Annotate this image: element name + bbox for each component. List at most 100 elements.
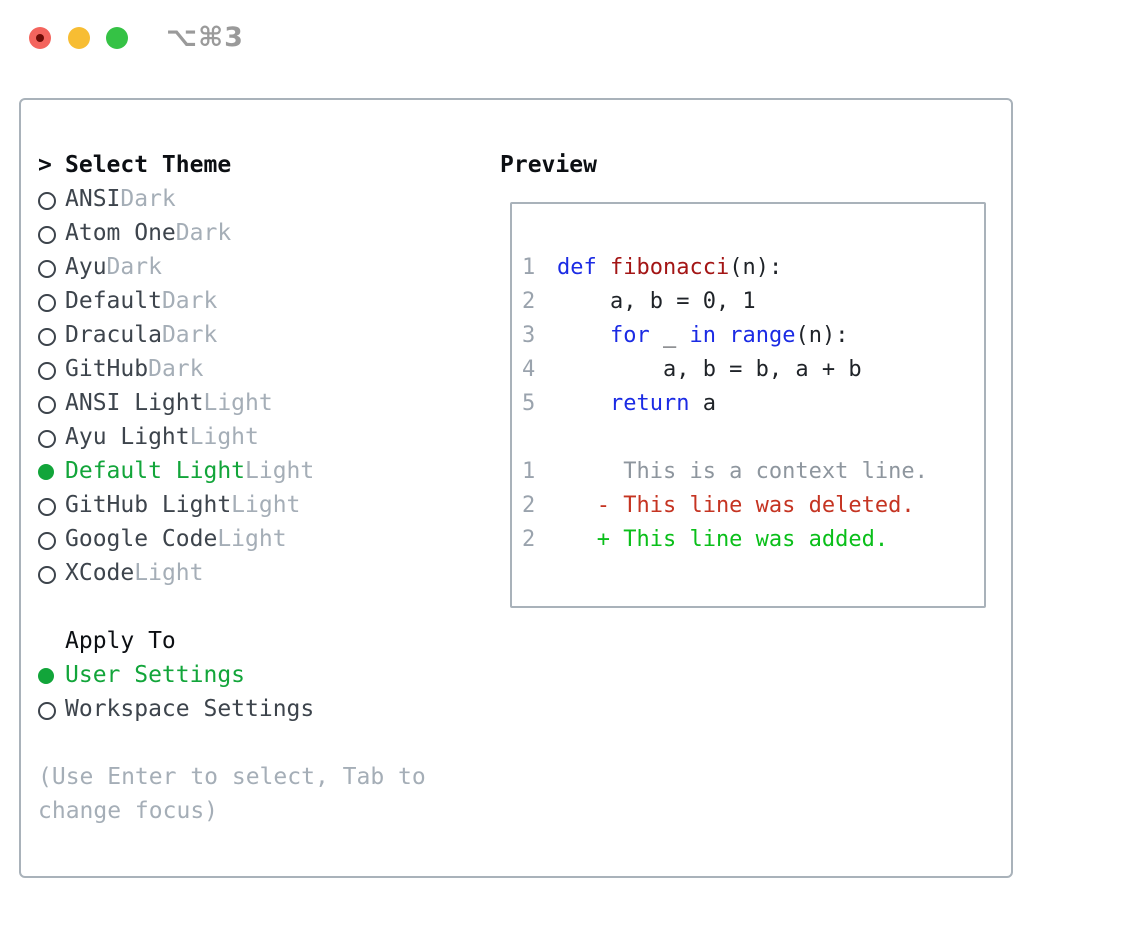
- theme-name: Dracula: [65, 322, 162, 348]
- apply-option-label: User Settings: [65, 662, 246, 688]
- theme-name: GitHub: [65, 356, 149, 382]
- theme-variant: Light: [189, 424, 259, 450]
- window-title: ⌥⌘3: [166, 22, 244, 53]
- theme-variant: Dark: [175, 220, 232, 246]
- radio-selected-icon: [38, 667, 54, 684]
- radio-unselected-icon: [38, 497, 56, 516]
- prompt-icon: >: [38, 152, 52, 178]
- code-token: in: [689, 323, 716, 348]
- apply-to-title: Apply To: [65, 628, 176, 654]
- theme-name: Ayu Light: [65, 424, 190, 450]
- theme-name: Google Code: [65, 526, 218, 552]
- code-token: _: [649, 323, 690, 348]
- line-number: 2: [522, 493, 536, 518]
- theme-variant: Dark: [161, 288, 218, 314]
- theme-name: Default: [65, 288, 162, 314]
- line-number: 4: [522, 357, 536, 382]
- radio-unselected-icon: [38, 361, 56, 380]
- radio-unselected-icon: [38, 225, 56, 244]
- theme-name: GitHub Light: [65, 492, 232, 518]
- radio-unselected-icon: [38, 701, 56, 720]
- theme-name: Ayu: [65, 254, 107, 280]
- radio-unselected-icon: [38, 565, 56, 584]
- code-line: 5 return a: [520, 387, 984, 421]
- theme-list-title: Select Theme: [65, 152, 232, 178]
- minimize-button[interactable]: [68, 27, 90, 49]
- apply-option-label: Workspace Settings: [65, 696, 315, 722]
- code-token: def: [557, 255, 610, 280]
- theme-variant: Light: [134, 560, 204, 586]
- theme-variant: Light: [203, 390, 273, 416]
- apply-option-user-settings[interactable]: User Settings: [38, 658, 478, 692]
- preview-title: Preview: [500, 152, 597, 178]
- radio-unselected-icon: [38, 429, 56, 448]
- code-token: a, b = 0, 1: [557, 289, 756, 314]
- code-line: 3 for _ in range(n):: [520, 319, 984, 353]
- diff-text: - This line was deleted.: [557, 493, 915, 518]
- code-token: [716, 323, 729, 348]
- theme-variant: Light: [231, 492, 301, 518]
- radio-unselected-icon: [38, 259, 56, 278]
- diff-added-line: 2 + This line was added.: [520, 523, 984, 557]
- code-token: [557, 391, 610, 416]
- diff-deleted-line: 2 - This line was deleted.: [520, 489, 984, 523]
- diff-text: This is a context line.: [557, 459, 928, 484]
- code-token: a: [689, 391, 716, 416]
- code-token: (n):: [729, 255, 783, 280]
- code-token: (n):: [795, 323, 849, 348]
- blank-line: [520, 421, 984, 455]
- apply-to-header: Apply To: [38, 624, 478, 658]
- code-token: for: [609, 323, 650, 348]
- divider: [38, 590, 478, 624]
- spacer: [38, 634, 53, 649]
- theme-name: Atom One: [65, 220, 176, 246]
- diff-text: + This line was added.: [557, 527, 889, 552]
- theme-variant: Light: [245, 458, 315, 484]
- radio-selected-icon: [38, 463, 54, 480]
- line-number: 3: [522, 323, 536, 348]
- divider: [38, 726, 478, 760]
- line-number: 2: [522, 289, 536, 314]
- diff-context-line: 1 This is a context line.: [520, 455, 984, 489]
- line-number: 1: [522, 255, 536, 280]
- code-line: 4 a, b = b, a + b: [520, 353, 984, 387]
- theme-name: ANSI: [65, 186, 121, 212]
- radio-unselected-icon: [38, 531, 56, 550]
- close-button[interactable]: [29, 27, 51, 49]
- code-line: 2 a, b = 0, 1: [520, 285, 984, 319]
- theme-list-header: > Select Theme: [38, 148, 478, 182]
- zoom-button[interactable]: [106, 27, 128, 49]
- apply-option-workspace-settings[interactable]: Workspace Settings: [38, 692, 478, 726]
- theme-variant: Dark: [106, 254, 162, 280]
- radio-unselected-icon: [38, 327, 56, 346]
- theme-variant: Dark: [148, 356, 204, 382]
- radio-unselected-icon: [38, 293, 56, 312]
- radio-unselected-icon: [38, 395, 56, 414]
- theme-variant: Dark: [120, 186, 176, 212]
- line-number: 2: [522, 527, 536, 552]
- line-number: 1: [522, 459, 536, 484]
- code-token: range: [729, 323, 796, 348]
- theme-name: XCode: [65, 560, 135, 586]
- code-token: [557, 323, 610, 348]
- theme-variant: Light: [217, 526, 287, 552]
- help-text: (Use Enter to select, Tab to change focu…: [38, 764, 426, 824]
- code-token: return: [609, 391, 690, 416]
